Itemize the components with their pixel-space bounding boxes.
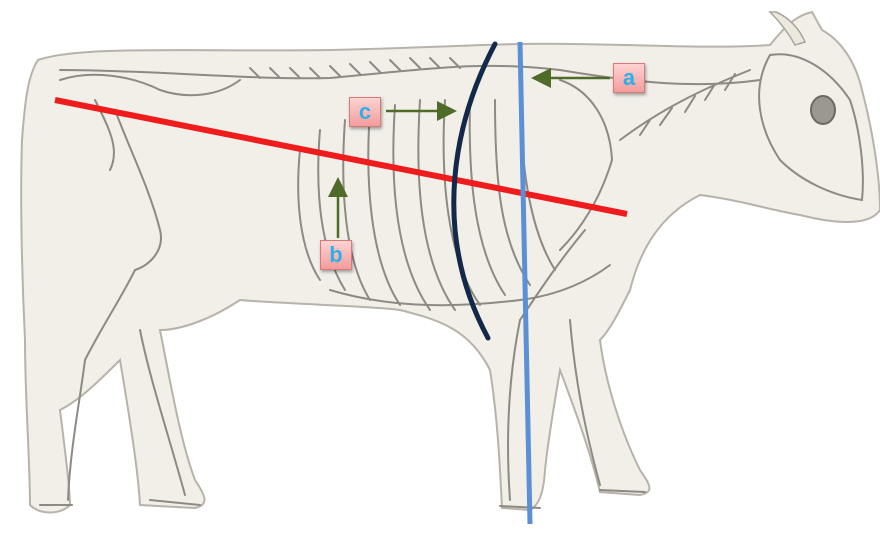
label-a: a xyxy=(613,63,645,93)
label-c: c xyxy=(349,97,381,127)
label-b: b xyxy=(320,240,352,270)
hoof xyxy=(40,490,645,508)
eye-socket xyxy=(811,96,835,124)
